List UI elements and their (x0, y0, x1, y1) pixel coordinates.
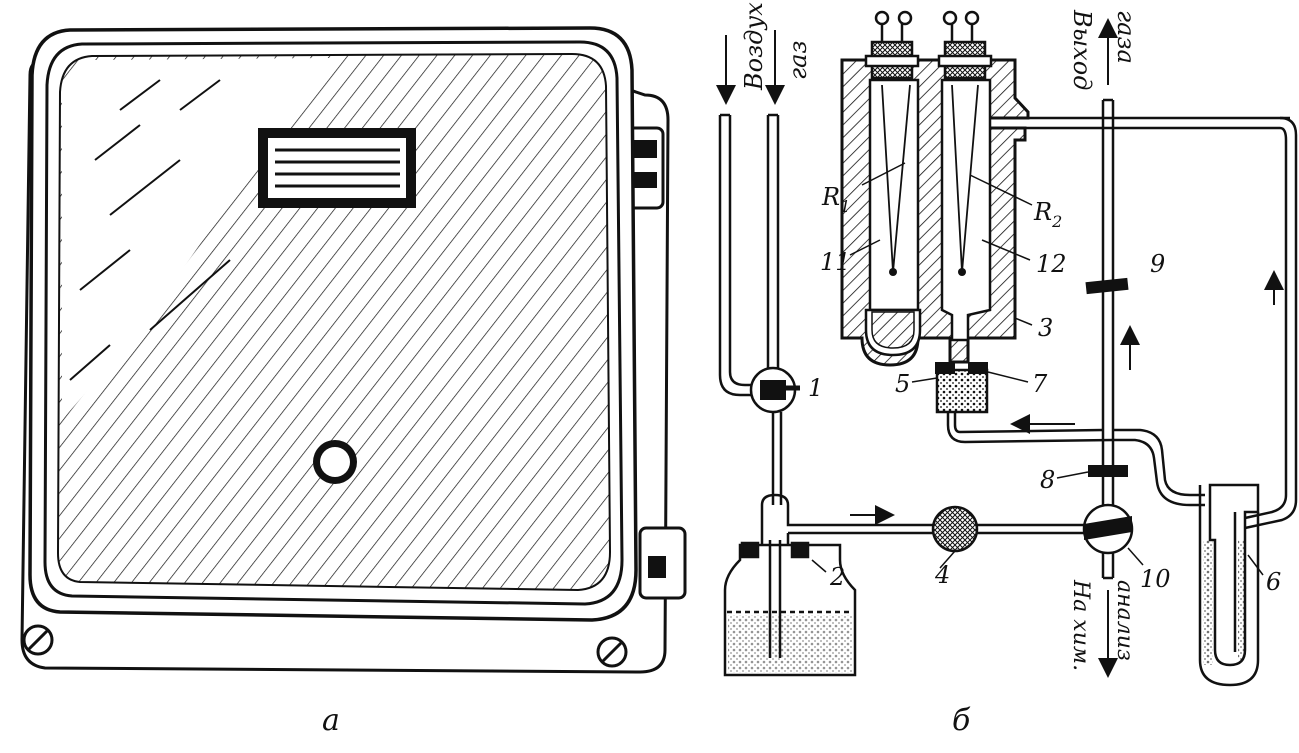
valve-8 (1088, 465, 1128, 477)
terminal-2 (897, 10, 913, 26)
cell-12 (940, 78, 992, 342)
svg-text:газа: газа (1112, 10, 1140, 64)
filter-cartridge-5-7 (935, 368, 989, 414)
analysis-label: На хим. анализ (1068, 579, 1137, 671)
svg-text:Выход: Выход (1068, 9, 1096, 90)
part-label-10: 10 (1140, 565, 1171, 593)
svg-text:На хим.: На хим. (1068, 579, 1093, 671)
part-label-12: 12 (1036, 250, 1067, 278)
filter-4 (931, 505, 979, 553)
terminal-3 (942, 10, 958, 26)
schematic (716, 10, 1298, 687)
caption-a: а (322, 703, 340, 738)
outlet-label: Выход газа (1068, 9, 1140, 90)
svg-text:газ: газ (784, 40, 812, 80)
part-label-3: 3 (1038, 314, 1053, 342)
part-label-1: 1 (808, 374, 823, 402)
part-label-9: 9 (1150, 250, 1165, 278)
label-r2: R2 (1033, 198, 1062, 231)
inlet-label: Воздух газ (740, 2, 812, 91)
inlet-return-tube (718, 115, 770, 397)
bubbler-inner-tube (760, 493, 910, 655)
svg-text:Воздух: Воздух (740, 2, 768, 91)
part-label-8: 8 (1040, 466, 1055, 494)
part-label-5: 5 (895, 370, 910, 398)
part-label-4: 4 (934, 561, 950, 589)
label-r1: R1 (821, 183, 850, 216)
part-label-11: 11 (820, 248, 851, 276)
part-label-6: 6 (1266, 568, 1281, 596)
device-housing (20, 26, 687, 674)
svg-text:анализ: анализ (1112, 580, 1137, 661)
terminal-4 (964, 10, 980, 26)
part-label-2: 2 (829, 563, 845, 591)
terminal-1 (874, 10, 890, 26)
part-label-7: 7 (1032, 370, 1048, 398)
caption-b: б (952, 703, 971, 738)
valve-9 (1085, 277, 1129, 295)
glass-reflection-strokes (69, 79, 231, 381)
